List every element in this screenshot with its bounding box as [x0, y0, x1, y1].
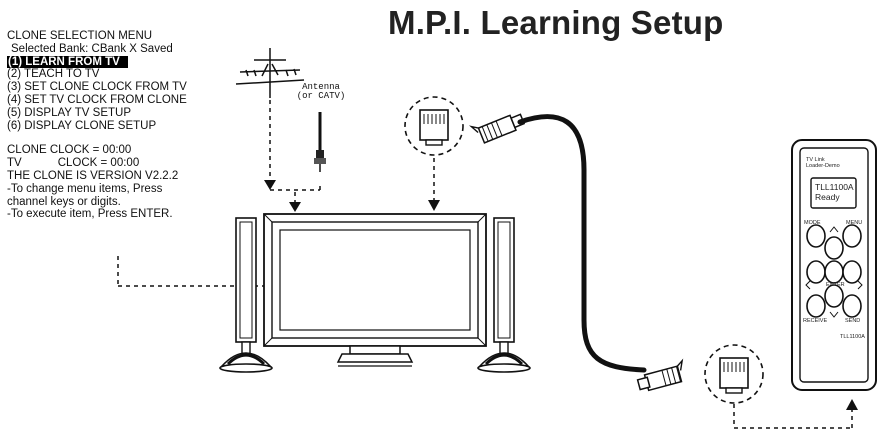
- data-cable: [517, 114, 647, 373]
- menu-to-screen-path: [117, 256, 344, 287]
- menu-item-display-clone-setup: (6) DISPLAY CLONE SETUP: [7, 119, 157, 132]
- rj-plug-bottom-icon: [636, 358, 684, 392]
- menu-item-teach-to-tv: (2) TEACH TO TV: [7, 68, 100, 81]
- remote-brand-line-2: Loader-Demo: [806, 163, 840, 169]
- tv-clock-label: TV: [7, 157, 22, 170]
- clone-clock: CLONE CLOCK = 00:00: [7, 144, 132, 157]
- rj-jack-top-icon: [404, 96, 464, 156]
- menu-item-learn-from-tv: (1) LEARN FROM TV: [7, 55, 128, 69]
- menu-item-display-tv-setup: (5) DISPLAY TV SETUP: [7, 106, 131, 119]
- send-button-shape: [842, 294, 862, 318]
- antenna-label-line-2: (or CATV): [296, 91, 346, 101]
- send-button-label: SEND: [845, 318, 861, 324]
- up-button-shape: [824, 236, 844, 260]
- left-speaker-icon: [219, 217, 273, 373]
- clone-version: THE CLONE IS VERSION V2.2.2: [7, 169, 179, 182]
- right-speaker-icon: [477, 217, 531, 373]
- help-line-3: -To execute item, Press ENTER.: [7, 208, 173, 221]
- selected-bank: Selected Bank: CBank X Saved: [11, 42, 173, 55]
- help-line-1: -To change menu items, Press: [7, 182, 163, 195]
- tv-clock: TV CLOCK = 00:00: [7, 157, 247, 170]
- help-line-2: channel keys or digits.: [7, 195, 121, 208]
- remote-icon: [791, 139, 877, 391]
- coax-connector-icon: [314, 112, 326, 172]
- jack-to-tv-arrow-icon: [428, 200, 440, 211]
- rj-plug-top-icon: [468, 113, 526, 144]
- remote-screen: TLL1100A Ready: [815, 182, 854, 202]
- remote-brand: TV Link Loader-Demo: [806, 157, 840, 169]
- mode-button-label: MODE: [804, 220, 821, 226]
- tv-icon: [263, 213, 487, 367]
- right-button-shape: [842, 260, 862, 284]
- page-title: M.P.I. Learning Setup: [388, 4, 724, 41]
- remote-screen-line-1: TLL1100A: [815, 182, 854, 192]
- rj-jack-bottom-icon: [704, 344, 764, 404]
- down-chevron-icon: [829, 311, 839, 318]
- tv-clock-value: CLOCK = 00:00: [57, 157, 140, 170]
- antenna-label: Antenna (or CATV): [292, 83, 350, 101]
- antenna-label-line-1: Antenna: [302, 82, 340, 92]
- left-button-shape: [806, 260, 826, 284]
- enter-button-shape: [824, 260, 844, 284]
- jack-to-remote-arrow-icon: [846, 399, 858, 410]
- clone-selection-menu: CLONE SELECTION MENU Selected Bank: CBan…: [7, 30, 247, 221]
- remote-brand-line-1: TV Link: [806, 157, 825, 163]
- menu-item-set-clone-clock: (3) SET CLONE CLOCK FROM TV: [7, 81, 187, 94]
- antenna-icon: [235, 48, 305, 98]
- antenna-arrow-icon: [264, 180, 276, 190]
- enter-button-label: ENTER: [826, 282, 845, 288]
- up-chevron-icon: [829, 226, 839, 233]
- menu-item-set-tv-clock: (4) SET TV CLOCK FROM CLONE: [7, 93, 187, 106]
- receive-button-label: RECEIVE: [803, 318, 828, 324]
- down-button-shape: [824, 284, 844, 308]
- receive-button-shape: [806, 294, 826, 318]
- mode-button-shape: [806, 224, 826, 248]
- right-chevron-icon: [857, 280, 863, 290]
- menu-heading: CLONE SELECTION MENU: [7, 30, 153, 42]
- antenna-signal-path: [269, 100, 321, 191]
- remote-model-label: TLL1100A: [840, 334, 865, 340]
- left-chevron-icon: [805, 280, 811, 290]
- remote-screen-line-2: Ready: [815, 192, 840, 202]
- jack-to-remote-path: [733, 404, 853, 429]
- tv-input-arrow-icon: [289, 202, 301, 212]
- menu-button-shape: [842, 224, 862, 248]
- menu-button-label: MENU: [846, 220, 863, 226]
